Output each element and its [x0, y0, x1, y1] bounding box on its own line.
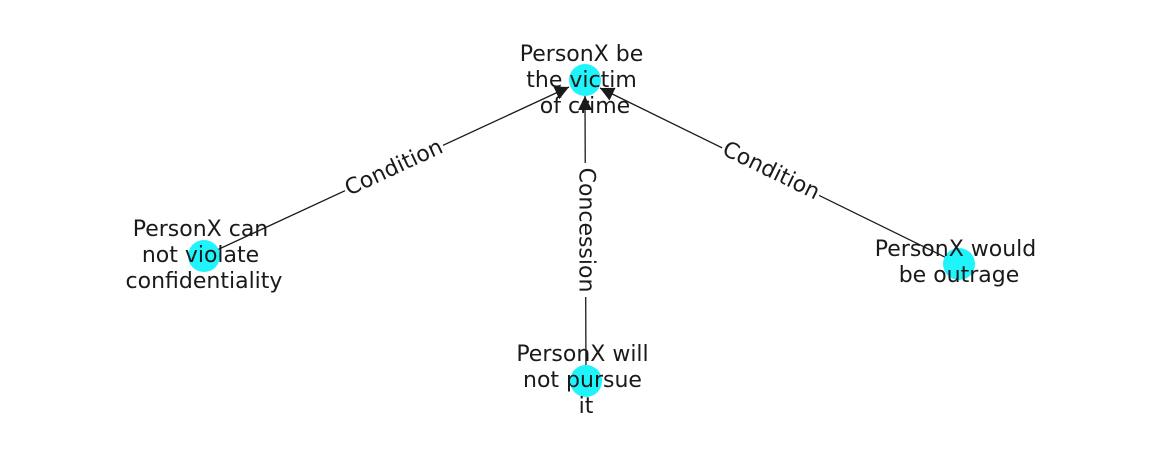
node-label-confidentiality: PersonX can not violate confidentiality: [126, 217, 283, 294]
node-outrage: [943, 248, 975, 280]
edge-label-text-2: Concession: [574, 168, 599, 293]
node-label-victim: PersonX be the victim of crime: [520, 42, 651, 119]
edge-label-confidentiality-victim: Condition: [337, 129, 451, 207]
node-confidentiality: [188, 240, 220, 272]
node-label-pursue: PersonX will not pursue it: [516, 342, 655, 419]
edge-label-pursue-victim: Concession: [569, 163, 603, 297]
node-pursue: [570, 365, 602, 397]
node-victim: [569, 64, 601, 96]
node-label-outrage: PersonX would be outrage: [875, 237, 1043, 288]
edge-label-outrage-victim: Condition: [715, 132, 827, 210]
